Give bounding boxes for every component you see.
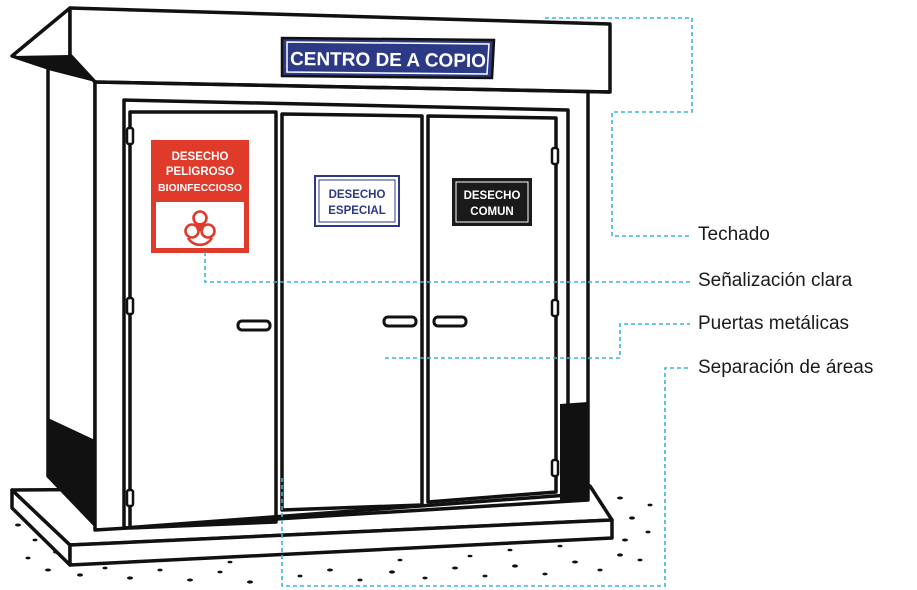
callout-line-separation [281,367,690,587]
title-sign: CENTRO DE A COPIO [280,36,496,80]
special-sign-line1: DESECHO [329,189,386,201]
ground-gravel [15,496,653,584]
callout-roof-label: Techado [698,224,770,245]
special-sign-line2: ESPECIAL [328,205,386,217]
common-sign-line2: COMUN [470,206,513,218]
biohazard-waste-sign: DESECHO PELIGROSO BIOINFECCIOSO [151,140,249,253]
callout-doors-label: Puertas metálicas [698,313,850,334]
door-handles [236,315,468,332]
biohazard-icon [184,210,216,247]
building-title: CENTRO DE A COPIO [290,49,486,72]
common-sign-line1: DESECHO [464,190,521,202]
callout-signage-label: Señalización clara [698,270,853,291]
handle-middle [382,315,418,328]
handle-left [236,319,272,332]
side-wall [46,66,97,527]
callout-line-doors [385,323,690,359]
callout-line-signage [204,252,690,283]
callout-separation-label: Separación de áreas [698,357,874,378]
common-waste-sign: DESECHO COMUN [452,178,532,226]
biohazard-sign-line3: BIOINFECCIOSO [158,182,242,194]
biohazard-sign-line2: PELIGROSO [166,166,234,178]
callout-line-roof [545,17,693,237]
door-hinges [125,126,560,508]
handle-right [432,315,468,328]
biohazard-sign-line1: DESECHO [172,151,229,163]
door-frame [122,98,570,530]
special-waste-sign: DESECHO ESPECIAL [314,175,400,227]
callout-lines [204,17,693,587]
